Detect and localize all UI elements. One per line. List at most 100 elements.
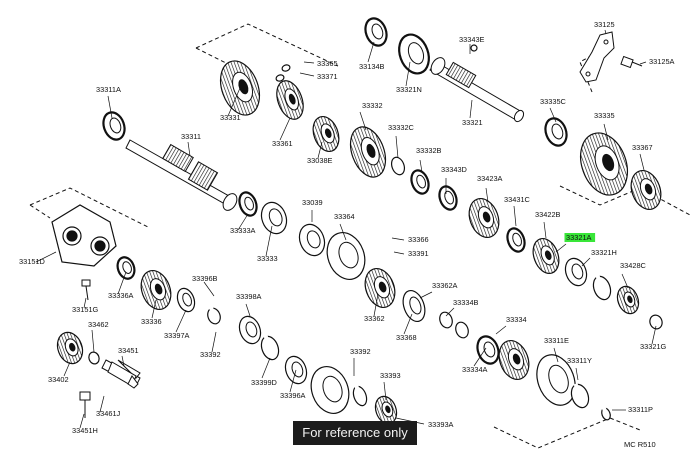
- part-label-33311[interactable]: 33311: [181, 132, 201, 141]
- part-label-33402[interactable]: 33402: [48, 375, 69, 384]
- part-label-33151d[interactable]: 33151D: [19, 257, 45, 266]
- part-label-33321g[interactable]: 33321G: [640, 342, 667, 351]
- part-label-33431c[interactable]: 33431C: [504, 195, 531, 204]
- part-label-33423a[interactable]: 33423A: [477, 174, 503, 183]
- part-shape: [564, 257, 588, 287]
- leader-line: [603, 123, 609, 141]
- part-shape: [312, 115, 340, 153]
- part-label-33367[interactable]: 33367: [632, 143, 653, 152]
- leader-line: [513, 205, 517, 227]
- part-shape: [649, 314, 663, 330]
- part-label-33334[interactable]: 33334: [506, 315, 527, 324]
- part-label-33039[interactable]: 33039: [302, 198, 323, 207]
- part-shape: [390, 156, 406, 176]
- part-label-33393a[interactable]: 33393A: [428, 420, 454, 429]
- part-shape: [281, 64, 291, 72]
- leader-line: [227, 87, 241, 117]
- part-label-33333[interactable]: 33333: [257, 254, 278, 263]
- part-label-33332c[interactable]: 33332C: [388, 123, 415, 132]
- part-label-33398a[interactable]: 33398A: [236, 292, 262, 301]
- part-label-33334a[interactable]: 33334A: [462, 365, 488, 374]
- leader-line: [151, 299, 157, 319]
- part-label-33311e[interactable]: 33311E: [544, 336, 569, 345]
- leader-line: [121, 355, 125, 367]
- part-shape: [207, 306, 221, 325]
- part-label-33321h[interactable]: 33321H: [591, 248, 617, 257]
- part-shape: [506, 227, 526, 253]
- part-label-33451h[interactable]: 33451H: [72, 426, 98, 435]
- part-label-33311p[interactable]: 33311P: [628, 405, 653, 414]
- part-label-33371[interactable]: 33371: [317, 72, 338, 81]
- leader-line: [543, 221, 547, 239]
- leader-line: [445, 307, 455, 317]
- part-label-33399d[interactable]: 33399D: [251, 378, 277, 387]
- part-label-33361[interactable]: 33361: [272, 139, 293, 148]
- part-label-33428c[interactable]: 33428C: [620, 261, 647, 270]
- part-shape: [352, 384, 368, 407]
- part-label-33393[interactable]: 33393: [380, 371, 401, 380]
- leader-line: [393, 251, 405, 255]
- part-label-33125[interactable]: 33125: [594, 20, 615, 29]
- part-label-33321n[interactable]: 33321N: [396, 85, 422, 94]
- part-label-33362a[interactable]: 33362A: [432, 281, 458, 290]
- part-label-33392[interactable]: 33392: [350, 347, 371, 356]
- part-shape: [260, 201, 288, 235]
- part-label-33461j[interactable]: 33461J: [96, 409, 121, 418]
- leader-line: [187, 141, 191, 157]
- part-label-33397a[interactable]: 33397A: [164, 331, 190, 340]
- part-label-33343e[interactable]: 33343E: [459, 35, 485, 44]
- part-shape: [238, 191, 258, 217]
- part-label-33343d[interactable]: 33343D: [441, 165, 467, 174]
- part-shape: [88, 351, 100, 365]
- leader-line: [473, 347, 487, 367]
- part-label-33396b[interactable]: 33396B: [192, 274, 218, 283]
- leader-line: [391, 237, 405, 241]
- leader-line: [99, 395, 105, 413]
- part-label-33311a[interactable]: 33311A: [96, 85, 121, 94]
- part-label-33362[interactable]: 33362: [364, 314, 385, 323]
- part-shape: [310, 366, 350, 414]
- leader-line: [405, 61, 411, 87]
- part-label-33364[interactable]: 33364: [334, 212, 355, 221]
- part-label-33134b[interactable]: 33134B: [359, 62, 385, 71]
- leader-line: [317, 141, 323, 159]
- part-label-33392[interactable]: 33392: [200, 350, 221, 359]
- part-label-33391[interactable]: 33391: [408, 249, 429, 258]
- part-label-33334b[interactable]: 33334B: [453, 298, 479, 307]
- part-label-33462[interactable]: 33462: [88, 320, 109, 329]
- part-label-33332b[interactable]: 33332B: [416, 146, 442, 155]
- part-label-33422b[interactable]: 33422B: [535, 210, 561, 219]
- part-label-33321a[interactable]: 33321A: [566, 233, 592, 242]
- part-label-33151g[interactable]: 33151G: [72, 305, 99, 314]
- part-label-33311y[interactable]: 33311Y: [567, 356, 592, 365]
- part-label-33336[interactable]: 33336: [141, 317, 162, 326]
- part-shape: [102, 111, 126, 141]
- part-label-33321[interactable]: 33321: [462, 118, 483, 127]
- part-shape: [374, 395, 398, 425]
- part-label-33366[interactable]: 33366: [408, 235, 429, 244]
- part-label-33451[interactable]: 33451: [118, 346, 139, 355]
- leader-line: [175, 309, 187, 333]
- leader-line: [339, 223, 347, 241]
- reference-only-banner: For reference only: [293, 421, 417, 445]
- part-label-33332[interactable]: 33332: [362, 101, 383, 110]
- part-label-33333a[interactable]: 33333A: [230, 226, 256, 235]
- part-label-33335c[interactable]: 33335C: [540, 97, 567, 106]
- leader-line: [359, 111, 367, 131]
- part-label-33368[interactable]: 33368: [396, 333, 417, 342]
- leader-line: [203, 281, 215, 297]
- leader-line: [419, 159, 423, 173]
- leader-line: [63, 361, 71, 377]
- parts-layer: [56, 17, 663, 425]
- leader-line: [79, 413, 85, 429]
- part-label-33331[interactable]: 33331: [220, 113, 241, 122]
- part-label-33335[interactable]: 33335: [594, 111, 615, 120]
- part-label-33125a[interactable]: 33125A: [649, 57, 675, 66]
- part-label-33396a[interactable]: 33396A: [280, 391, 306, 400]
- part-label-33365[interactable]: 33365: [317, 59, 338, 68]
- part-label-33038e[interactable]: 33038E: [307, 156, 333, 165]
- diagram-code: MC R510: [624, 440, 656, 449]
- leader-line: [35, 251, 57, 263]
- part-label-33336a[interactable]: 33336A: [108, 291, 134, 300]
- leader-line: [261, 357, 271, 379]
